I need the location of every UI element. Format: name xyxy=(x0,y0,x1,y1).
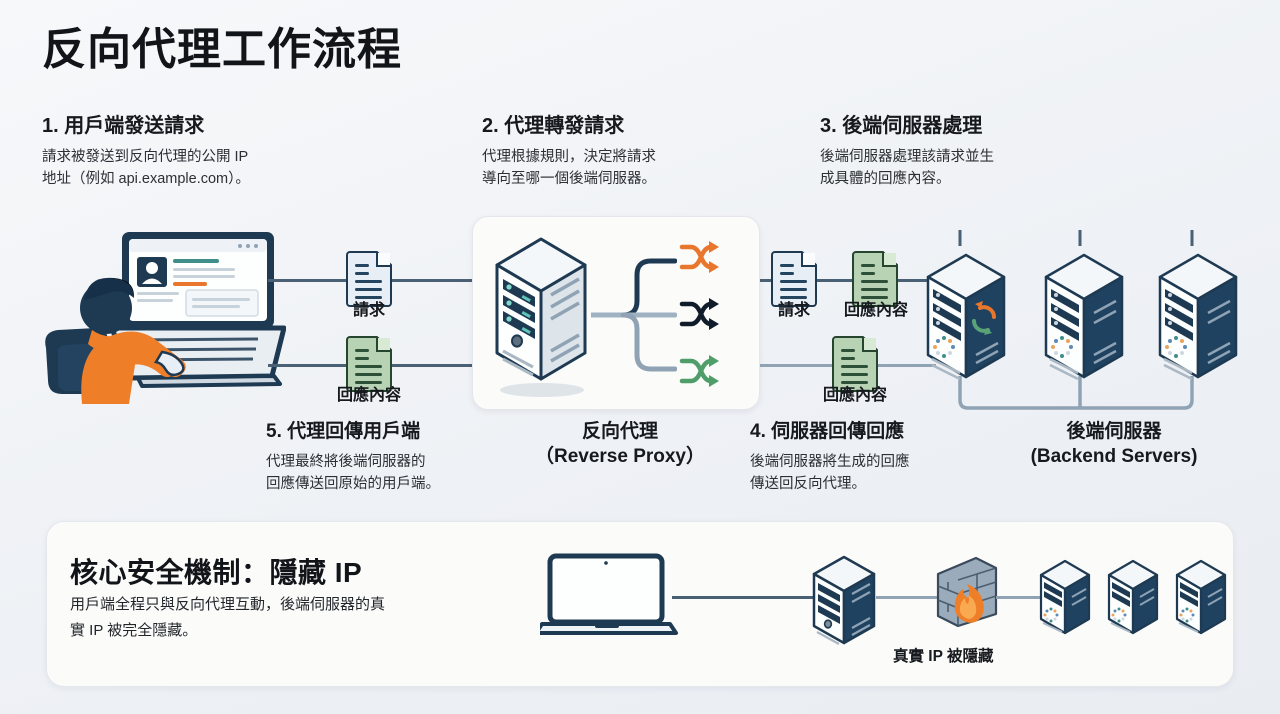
step-5-body-line-1: 代理最終將後端伺服器的 xyxy=(266,453,426,470)
doc-line xyxy=(780,264,794,267)
step-1-heading-block: 1. 用戶端發送請求 請求被發送到反向代理的公開 IP 地址（例如 api.ex… xyxy=(42,114,250,191)
document-icon-request-right xyxy=(771,251,817,307)
doc-fold-corner xyxy=(882,253,896,267)
doc-line xyxy=(355,264,369,267)
document-icon-response-mid xyxy=(852,251,898,307)
doc-line xyxy=(355,288,382,291)
doc-fold-corner xyxy=(376,338,390,352)
doc-line xyxy=(355,381,382,384)
document-label-request-right: 請求 xyxy=(777,302,810,319)
firewall-brick-flame-icon xyxy=(936,556,998,628)
step-4-body: 後端伺服器將生成的回應 傳送回反向代理。 xyxy=(750,451,910,496)
doc-line xyxy=(780,272,794,275)
step-4-body-line-2: 傳送回反向代理。 xyxy=(750,476,866,493)
doc-fold-corner xyxy=(376,253,390,267)
step-4-label-block: 4. 伺服器回傳回應 後端伺服器將生成的回應 傳送回反向代理。 xyxy=(750,420,910,496)
doc-line xyxy=(355,280,382,283)
security-panel-body-line-1: 用戶端全程只與反向代理互動，後端伺服器的真 xyxy=(70,596,386,613)
server-tower-icon-hidden-1 xyxy=(1036,553,1094,641)
doc-line xyxy=(861,280,888,283)
step-3-body: 後端伺服器處理該請求並生 成具體的回應內容。 xyxy=(820,146,994,191)
step-1-body: 請求被發送到反向代理的公開 IP 地址（例如 api.example.com）。 xyxy=(42,146,250,191)
doc-line xyxy=(780,288,807,291)
backend-servers-label-zh: 後端伺服器 xyxy=(1066,421,1162,442)
server-tower-icon-backend-1 xyxy=(920,243,1012,395)
step-1-title: 1. 用戶端發送請求 xyxy=(42,115,205,137)
backend-bus-wires xyxy=(958,230,1194,410)
doc-line xyxy=(841,365,868,368)
shuffle-arrows-icon-navy xyxy=(679,296,721,332)
hidden-ip-caption: 真實 IP 被隱藏 xyxy=(893,648,994,665)
doc-line xyxy=(780,296,807,299)
wire-proxy-to-firewall xyxy=(876,596,938,599)
step-2-body-line-1: 代理根據規則，決定將請求 xyxy=(482,149,656,165)
document-label-response-low: 回應內容 xyxy=(822,387,887,404)
server-tower-icon-backend-3 xyxy=(1152,243,1244,395)
wire-firewall-to-backends xyxy=(996,596,1042,599)
person-at-laptop-icon xyxy=(34,228,286,410)
reverse-proxy-label-zh: 反向代理 xyxy=(581,421,658,442)
shuffle-arrows-icon-orange xyxy=(679,239,721,275)
step-5-body-line-2: 回應傳送回原始的用戶端。 xyxy=(266,476,440,493)
step-2-body-line-2: 導向至哪一個後端伺服器。 xyxy=(482,171,656,188)
step-3-body-line-2: 成具體的回應內容。 xyxy=(820,171,951,188)
proxy-branch-connector xyxy=(591,258,677,372)
server-tower-icon-hidden-2 xyxy=(1104,553,1162,641)
step-5-label-block: 5. 代理回傳用戶端 代理最終將後端伺服器的 回應傳送回原始的用戶端。 xyxy=(266,420,440,496)
step-2-title: 2. 代理轉發請求 xyxy=(482,115,625,137)
doc-line xyxy=(841,357,855,360)
laptop-icon-client xyxy=(540,552,680,642)
refresh-cycle-icon xyxy=(972,301,996,335)
doc-fold-corner xyxy=(862,338,876,352)
step-3-body-line-1: 後端伺服器處理該請求並生 xyxy=(820,149,994,165)
document-label-request-left: 請求 xyxy=(352,302,385,319)
server-tower-icon-proxy-bottom xyxy=(808,548,880,652)
doc-line xyxy=(355,357,369,360)
step-1-body-line-2: 地址（例如 api.example.com）。 xyxy=(42,171,250,188)
step-5-title: 5. 代理回傳用戶端 xyxy=(266,421,421,442)
step-3-title: 3. 後端伺服器處理 xyxy=(820,115,983,137)
reverse-proxy-label-block: 反向代理 （Reverse Proxy） xyxy=(505,420,735,469)
server-tower-icon-backend-2 xyxy=(1038,243,1130,395)
doc-fold-corner xyxy=(801,253,815,267)
document-icon-response-left xyxy=(346,336,392,392)
wire-proxy-to-backend-request xyxy=(760,279,936,282)
doc-line xyxy=(355,272,369,275)
doc-line xyxy=(841,349,855,352)
server-tower-icon-proxy xyxy=(487,227,593,399)
step-4-title: 4. 伺服器回傳回應 xyxy=(750,421,905,442)
doc-line xyxy=(861,272,875,275)
backend-servers-label-block: 後端伺服器 (Backend Servers) xyxy=(1000,420,1228,469)
shuffle-arrows-icon-green xyxy=(679,353,721,389)
step-2-heading-block: 2. 代理轉發請求 代理根據規則，決定將請求 導向至哪一個後端伺服器。 xyxy=(482,114,656,191)
reverse-proxy-card xyxy=(472,216,760,410)
doc-line xyxy=(861,288,888,291)
doc-line xyxy=(841,381,868,384)
security-panel-body-line-2: 實 IP 被完全隱藏。 xyxy=(70,621,198,639)
step-5-body: 代理最終將後端伺服器的 回應傳送回原始的用戶端。 xyxy=(266,451,440,496)
doc-line xyxy=(861,264,875,267)
document-icon-response-low xyxy=(832,336,878,392)
security-panel-body: 用戶端全程只與反向代理互動，後端伺服器的真 實 IP 被完全隱藏。 xyxy=(70,592,385,643)
doc-line xyxy=(355,349,369,352)
document-icon-request-left xyxy=(346,251,392,307)
step-3-heading-block: 3. 後端伺服器處理 後端伺服器處理該請求並生 成具體的回應內容。 xyxy=(820,114,994,191)
document-label-response-left: 回應內容 xyxy=(336,387,401,404)
doc-line xyxy=(841,373,868,376)
doc-line xyxy=(780,280,807,283)
doc-line xyxy=(355,365,382,368)
document-label-response-mid: 回應內容 xyxy=(843,302,908,319)
doc-line xyxy=(355,373,382,376)
server-tower-icon-hidden-3 xyxy=(1172,553,1230,641)
step-1-body-line-1: 請求被發送到反向代理的公開 IP xyxy=(42,149,249,165)
step-2-body: 代理根據規則，決定將請求 導向至哪一個後端伺服器。 xyxy=(482,146,656,191)
doc-line xyxy=(861,296,888,299)
reverse-proxy-label-en: （Reverse Proxy） xyxy=(534,445,706,467)
backend-servers-label-en: (Backend Servers) xyxy=(1030,445,1198,467)
security-panel-title: 核心安全機制：隱藏 IP xyxy=(70,557,363,588)
wire-client-to-proxy-bottom xyxy=(672,596,818,599)
page-title: 反向代理工作流程 xyxy=(42,25,402,74)
step-4-body-line-1: 後端伺服器將生成的回應 xyxy=(750,453,910,470)
doc-line xyxy=(355,296,382,299)
